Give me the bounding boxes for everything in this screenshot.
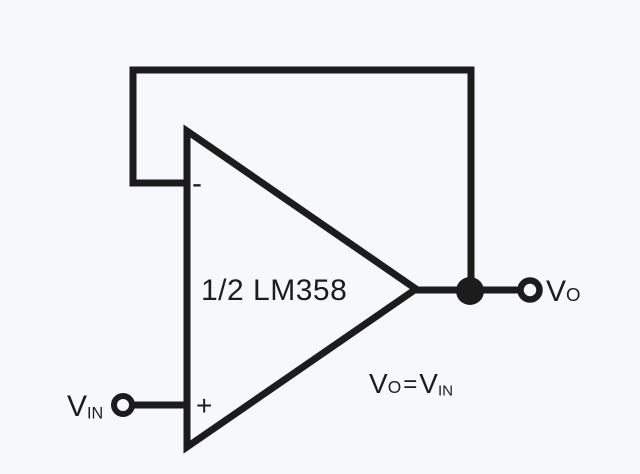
equals-sign: = (403, 370, 418, 398)
equation-rhs-base: V (419, 368, 438, 399)
input-label-sub: IN (87, 404, 104, 423)
output-label: VO (546, 277, 580, 307)
input-label: VIN (67, 392, 103, 422)
opamp-triangle (183, 124, 423, 454)
opamp-label: 1/2 LM358 (201, 274, 348, 307)
noninverting-input-sign: + (196, 390, 213, 421)
input-label-base: V (67, 390, 88, 423)
equation-rhs-sub: IN (437, 382, 454, 400)
inverting-input-sign: - (192, 167, 202, 200)
equation-lhs-sub: O (387, 377, 402, 397)
feedback-wire (129, 66, 475, 286)
equation-lhs-base: V (369, 368, 388, 399)
input-terminal-icon (111, 393, 135, 417)
output-label-sub: O (566, 284, 581, 305)
output-junction-dot (456, 277, 484, 305)
equation-label: VO=VIN (369, 370, 453, 399)
output-terminal-icon (517, 277, 543, 303)
output-label-base: V (546, 275, 567, 308)
